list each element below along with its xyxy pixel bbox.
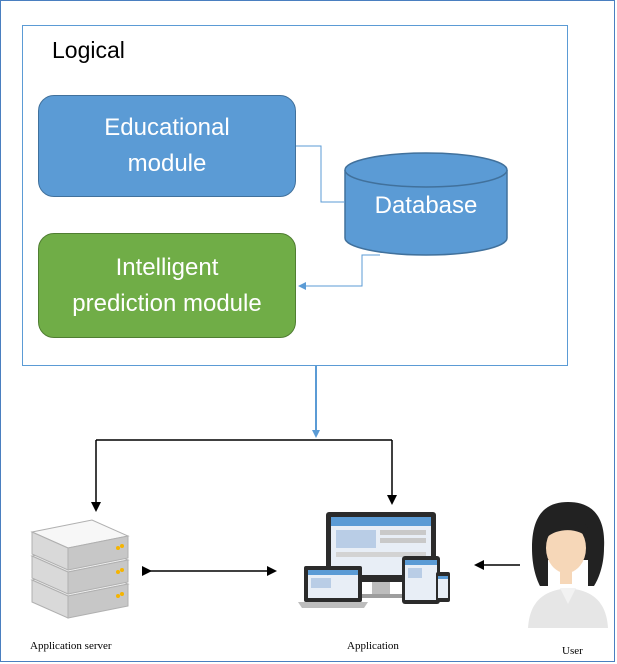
intelligent-prediction-module: Intelligent prediction module [38,233,296,338]
educational-module-label: Educational module [104,114,230,177]
logical-layer-title: Logical [52,37,125,63]
edu-to-db-connector [296,145,345,203]
prediction-module-label: Intelligent prediction module [72,253,262,317]
database-cylinder-icon [344,152,508,256]
user-label: User [562,645,583,657]
server-stack-icon [30,519,130,619]
user-avatar-icon [528,502,608,628]
database-label: Database [374,192,478,219]
db-to-prediction-connector [298,254,380,290]
application-server-label: Application server [30,640,112,652]
application-label: Application [347,640,399,652]
devices-icon [298,512,450,608]
educational-module: Educational module [38,95,296,197]
